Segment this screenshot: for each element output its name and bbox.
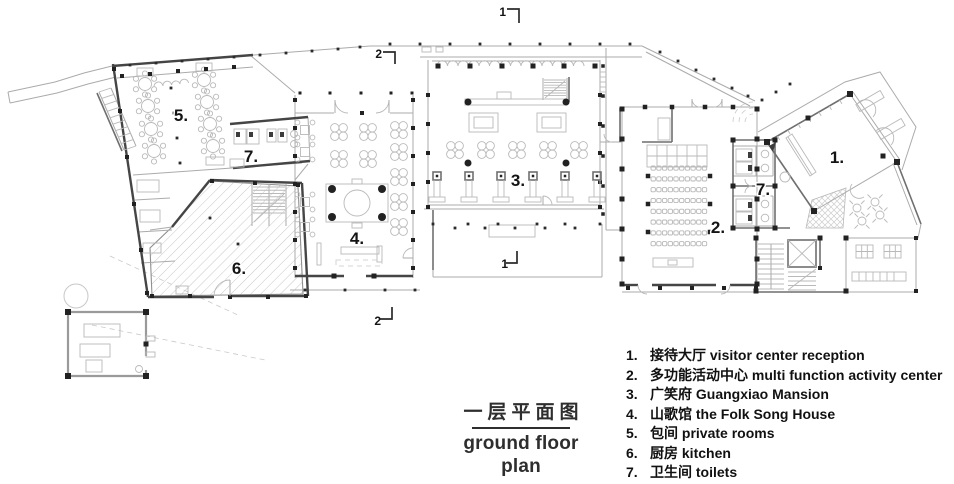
legend-item: 5. 包间 private rooms — [626, 424, 942, 444]
columns — [112, 42, 918, 299]
legend-list: 1. 接待大厅 visitor center reception 2. 多功能活动中心… — [626, 346, 942, 483]
legend-item-text: 多功能活动中心 multi function activity center — [650, 366, 943, 383]
legend-item-number: 7. — [626, 464, 638, 480]
room-label: 3. — [511, 171, 525, 190]
legend-item: 3. 广笑府 Guangxiao Mansion — [626, 385, 942, 405]
legend-item-text: 广笑府 Guangxiao Mansion — [650, 386, 829, 402]
legend-item-number: 2. — [626, 366, 638, 383]
legend-item: 6. 厨房 kitchen — [626, 444, 942, 464]
title-underline — [472, 427, 570, 429]
legend-item-number: 3. — [626, 386, 638, 402]
legend-item: 4. 山歌馆 the Folk Song House — [626, 405, 942, 425]
legend-item-text: 包间 private rooms — [650, 425, 775, 441]
legend-item-number: 1. — [626, 347, 638, 363]
legend-item: 7. 卫生间 toilets — [626, 463, 942, 483]
section-marker: 2 — [375, 47, 382, 61]
legend-item-text: 厨房 kitchen — [650, 444, 731, 461]
legend-item-text: 卫生间 toilets — [650, 464, 738, 480]
legend-item-number: 6. — [626, 444, 638, 461]
room-label: 1. — [830, 148, 844, 167]
legend-item-number: 5. — [626, 425, 638, 441]
legend-item-text: 接待大厅 visitor center reception — [650, 347, 865, 363]
door-swings — [213, 98, 895, 297]
legend-item-number: 4. — [626, 405, 638, 422]
room-label: 6. — [232, 259, 246, 278]
room-label: 7. — [244, 147, 258, 166]
room-label: 2. — [711, 218, 725, 237]
section-marker: 1 — [499, 5, 506, 19]
hatched-areas — [149, 180, 847, 297]
plan-title-en: ground floor plan — [463, 433, 579, 477]
section-marker: 1 — [501, 257, 508, 271]
legend-item: 1. 接待大厅 visitor center reception — [626, 346, 942, 366]
section-marker: 2 — [374, 314, 381, 328]
room-label: 7. — [756, 180, 770, 199]
room-label: 4. — [350, 229, 364, 248]
plan-title-block: 一层平面图 ground floor plan — [449, 401, 593, 478]
room-label: 5. — [174, 106, 188, 125]
site-lines — [7, 65, 917, 379]
plan-title-zh: 一层平面图 — [463, 402, 584, 423]
plan-annotations: 5. 7. 3. 4. 6. 2. 7. 1. 1 1 2 2 — [172, 5, 845, 328]
legend-item-text: 山歌馆 the Folk Song House — [650, 405, 836, 422]
legend-item: 2. 多功能活动中心 multi function activity center — [626, 366, 942, 386]
